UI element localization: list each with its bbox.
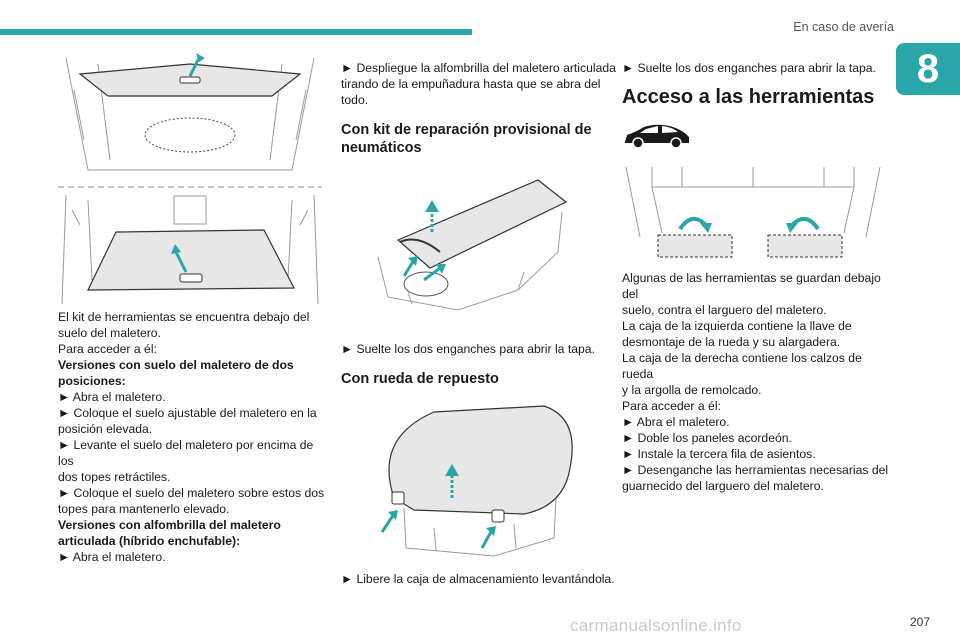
col1-line: suelo del maletero. (58, 326, 161, 340)
section-title: En caso de avería (793, 20, 894, 34)
col1-step: ► Abra el maletero. (58, 550, 166, 564)
heading-line: Con kit de reparación provisional de (341, 122, 592, 138)
heading-repair-kit: Con kit de reparación provisional de neu… (341, 121, 616, 157)
col2-line: tirando de la empuñadura hasta que se ab… (341, 77, 601, 91)
heading-spare-wheel: Con rueda de repuesto (341, 371, 499, 387)
column-2-intro: ► Despliegue la alfombrilla del maletero… (341, 60, 616, 108)
column-3-step0: ► Suelte los dos enganches para abrir la… (622, 60, 892, 76)
column-1-text: El kit de herramientas se encuentra deba… (58, 309, 328, 565)
page-number: 207 (909, 615, 930, 629)
col3-line: guarnecido del larguero del maletero. (622, 479, 824, 493)
col1-subheading: posiciones: (58, 374, 126, 388)
col3-line: Algunas de las herramientas se guardan d… (622, 271, 881, 301)
col3-step: ► Desenganche las herramientas necesaria… (622, 463, 889, 477)
col1-step: ► Coloque el suelo del maletero sobre es… (58, 486, 325, 500)
col2-line: ► Despliegue la alfombrilla del maletero… (341, 61, 616, 75)
repair-kit-box-illustration (377, 179, 568, 311)
col1-subheading: Versiones con alfombrilla del maletero (58, 518, 281, 532)
col1-line: posición elevada. (58, 422, 153, 436)
col1-line: Para acceder a él: (58, 342, 157, 356)
heading-tools-access: Acceso a las herramientas (622, 86, 875, 108)
col1-subheading: Versiones con suelo del maletero de dos (58, 358, 294, 372)
spare-wheel-box-illustration (380, 405, 573, 557)
col3-step: ► Suelte los dos enganches para abrir la… (622, 61, 876, 75)
suv-silhouette-icon (625, 124, 689, 149)
column-2-step1: ► Suelte los dos enganches para abrir la… (341, 341, 616, 357)
col3-line: Para acceder a él: (622, 399, 721, 413)
col3-line: La caja de la izquierda contiene la llav… (622, 319, 852, 333)
col3-step: ► Doble los paneles acordeón. (622, 431, 792, 445)
column-3-text: Algunas de las herramientas se guardan d… (622, 270, 892, 494)
chapter-number: 8 (916, 47, 940, 91)
col2-step: ► Suelte los dos enganches para abrir la… (341, 342, 595, 356)
trunk-floor-illustration (58, 53, 322, 304)
col3-line: desmontaje de la rueda y su alargadera. (622, 335, 841, 349)
tool-boxes-illustration (625, 167, 881, 258)
col3-step: ► Abra el maletero. (622, 415, 730, 429)
col1-step: ► Levante el suelo del maletero por enci… (58, 438, 314, 468)
col3-line: suelo, contra el larguero del maletero. (622, 303, 827, 317)
header-accent-bar (0, 29, 472, 35)
col3-line: La caja de la derecha contiene los calzo… (622, 351, 862, 381)
col2-line: todo. (341, 93, 369, 107)
col1-line: topes para mantenerlo elevado. (58, 502, 230, 516)
col1-step: ► Abra el maletero. (58, 390, 166, 404)
heading-line: neumáticos (341, 140, 422, 156)
col1-line: dos topes retráctiles. (58, 470, 171, 484)
col1-line: El kit de herramientas se encuentra deba… (58, 310, 310, 324)
col3-line: y la argolla de remolcado. (622, 383, 762, 397)
col1-step: ► Coloque el suelo ajustable del maleter… (58, 406, 317, 420)
col3-step: ► Instale la tercera fila de asientos. (622, 447, 816, 461)
watermark: carmanualsonline.info (570, 616, 742, 635)
chapter-tab: 8 (896, 43, 960, 95)
col2-step: ► Libere la caja de almacenamiento levan… (341, 572, 615, 586)
col1-subheading: articulada (híbrido enchufable): (58, 534, 241, 548)
column-2-step2: ► Libere la caja de almacenamiento levan… (341, 571, 616, 587)
